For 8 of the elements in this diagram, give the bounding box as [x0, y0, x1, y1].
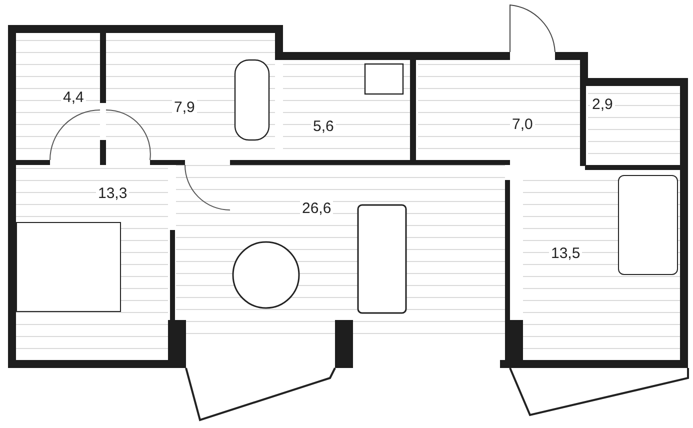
area-label: 7,9 [172, 99, 197, 116]
area-label: 13,5 [549, 245, 582, 262]
area-label: 13,3 [96, 185, 130, 202]
area-label: 26,6 [300, 200, 334, 217]
area-label: 4,4 [61, 89, 86, 106]
area-label: 7,0 [510, 116, 535, 133]
area-label: 5,6 [311, 118, 336, 135]
area-label: 2,9 [590, 96, 615, 113]
